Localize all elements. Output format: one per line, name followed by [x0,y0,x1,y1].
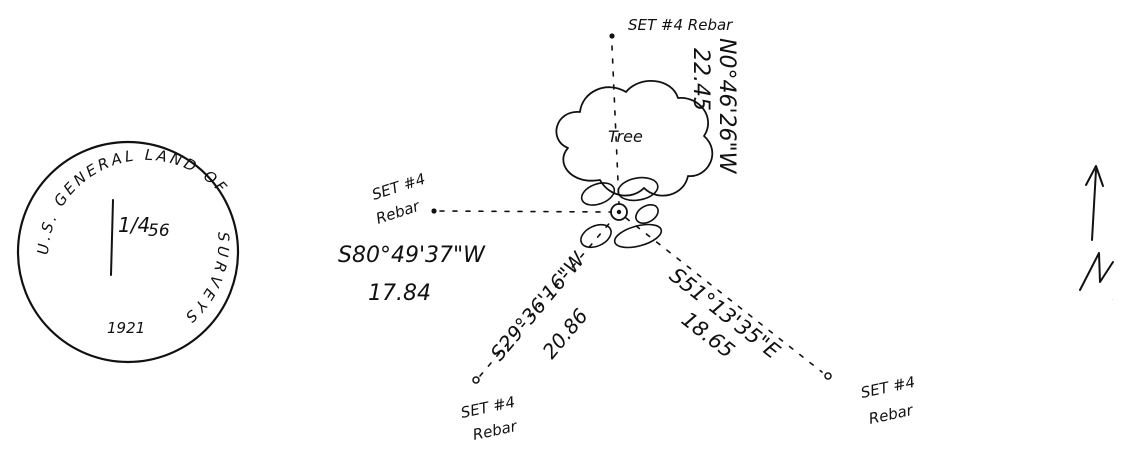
rebar-label-southeast-line1: SET #4 [859,373,917,402]
stone-1 [580,182,616,206]
witness-line-southwest [479,218,614,377]
rebar-point-west [431,208,437,214]
witness-north: SET #4 Rebar N0°46'26"W 22.45 [609,16,739,175]
rebar-label-southeast-line2: Rebar [867,401,915,428]
seal-arc-top-text: U.S. GENERAL LAND OFFICE [0,0,232,255]
witness-southeast: S51°13'35"E 18.65 SET #4 Rebar [665,263,917,428]
north-arrow-shaft [1091,169,1097,241]
stone-5 [613,223,663,249]
bearing-north: N0°46'26"W [714,38,739,175]
witness-line-southeast [625,217,823,373]
seal-fraction: 1/4 [118,213,150,237]
seal-circle [16,140,240,364]
bearing-west: S80°49'37"W [338,243,486,268]
distance-north: 22.45 [688,48,713,111]
witness-west: SET #4 Rebar S80°49'37"W 17.84 [338,170,486,306]
north-arrow: N [1079,165,1114,301]
north-arrow-letter: N [1112,299,1113,301]
seal-section-number: 56 [148,221,170,241]
north-arrow-head [1085,165,1104,187]
witness-line-west [439,210,612,213]
corner-point-inner [616,209,622,215]
seal-year: 1921 [107,319,145,337]
rebar-label-west-line1: SET #4 [370,170,428,204]
rebar-point-north [609,33,615,39]
seal-vertical-stroke [110,199,114,276]
stone-2 [617,176,659,202]
tree-label: Tree [608,127,643,146]
witness-line-north [611,45,620,205]
seal-arc-right-text: SURVEYS [179,232,233,329]
north-arrow-icon [1079,252,1114,291]
tree-canopy-outline [555,80,714,197]
survey-cap-seal: U.S. GENERAL LAND OFFICE SURVEYS 1/4 56 … [0,0,240,364]
rebar-label-southwest-line2: Rebar [471,417,519,444]
witness-southwest: S29°36'16"W 20.86 SET #4 Rebar [459,247,593,444]
rebar-point-southwest [472,376,480,384]
rebar-label-north: SET #4 Rebar [628,16,733,34]
rebar-point-southeast [824,372,832,380]
stone-3 [635,204,659,224]
stone-4 [580,223,612,249]
distance-west: 17.84 [368,281,431,306]
